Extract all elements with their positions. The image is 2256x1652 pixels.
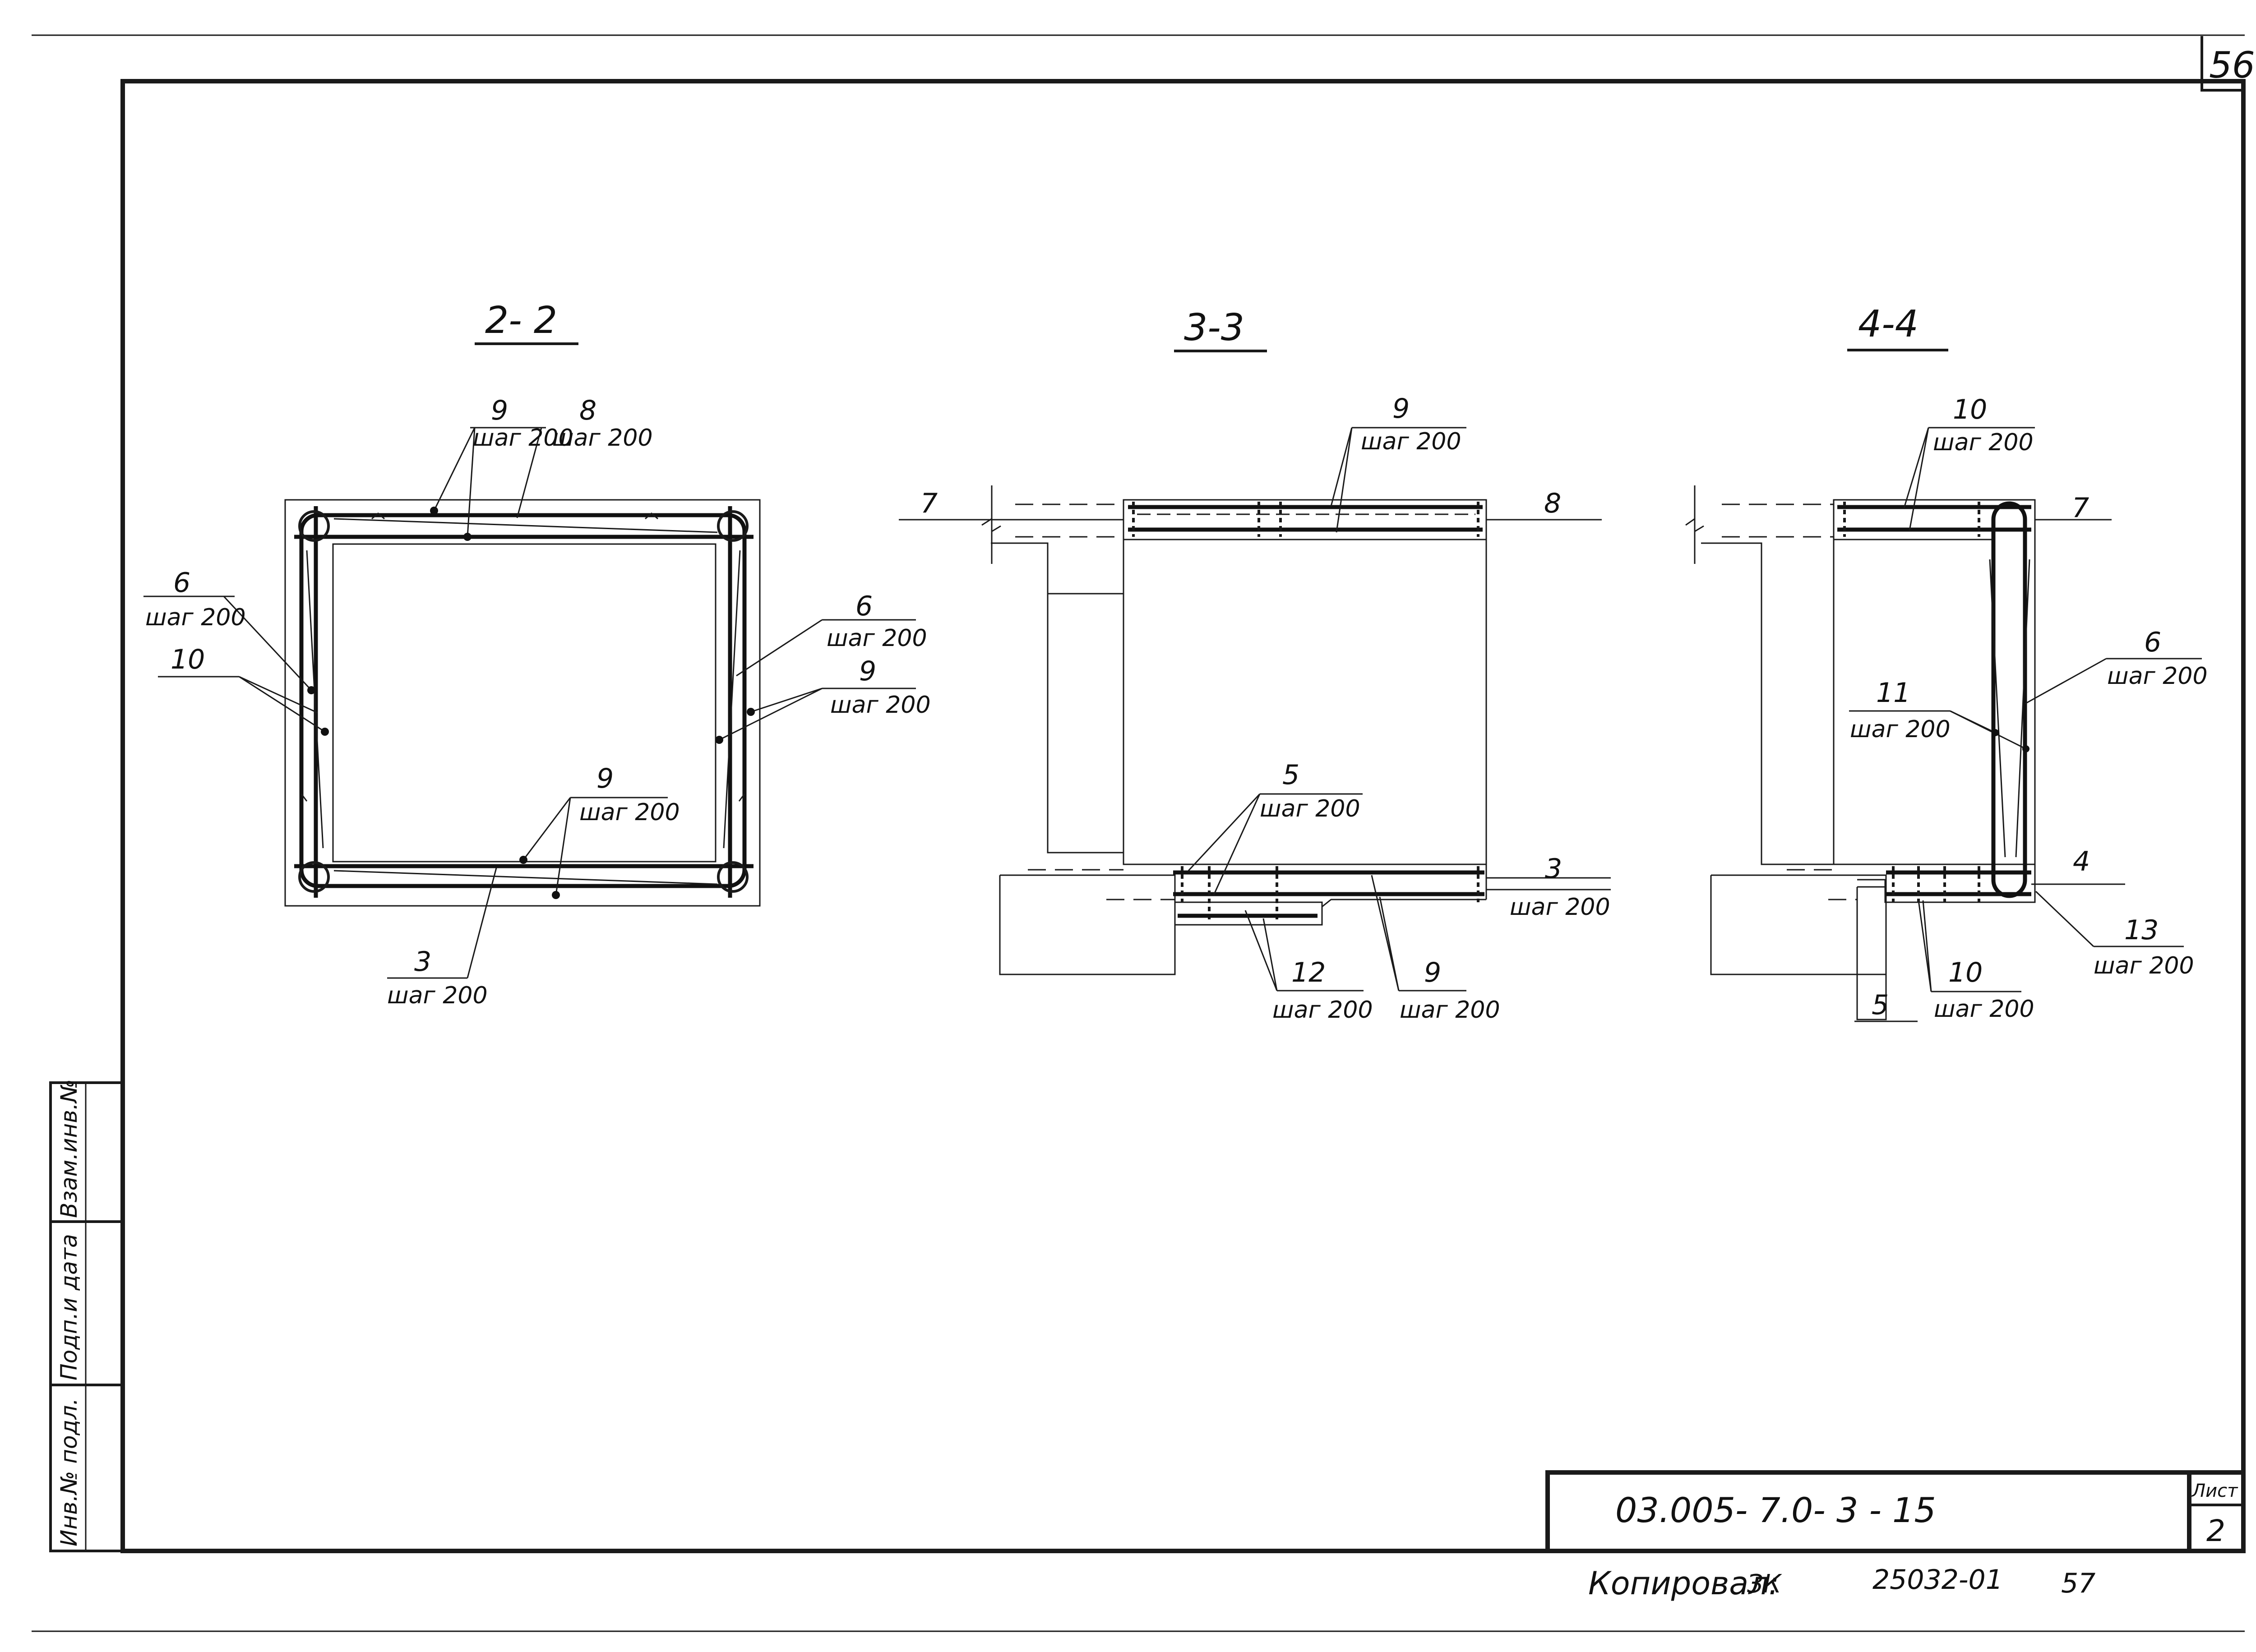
rebar-cage-2-2 bbox=[294, 506, 754, 898]
section-title-3-3: 3-3 bbox=[1184, 306, 1244, 349]
label-2-2-10-left: 10 bbox=[171, 644, 205, 675]
label-4-4-10-bottom: 10 bbox=[1948, 957, 1983, 988]
step-2-2-6-left: шаг 200 bbox=[145, 604, 246, 631]
label-2-2-9-right: 9 bbox=[859, 655, 876, 687]
section-title-2-2: 2- 2 bbox=[485, 299, 557, 342]
label-3-3-9-bottom: 9 bbox=[1424, 957, 1441, 988]
label-2-2-3: 3 bbox=[414, 946, 431, 978]
label-3-3-8: 8 bbox=[1544, 488, 1561, 519]
step-2-2-6-right: шаг 200 bbox=[827, 625, 927, 652]
step-2-2-9-right: шаг 200 bbox=[830, 692, 931, 719]
leaders-4-4 bbox=[1849, 427, 2202, 1022]
rebar-3-3 bbox=[1128, 502, 1484, 920]
sheet-frame: 56 bbox=[32, 34, 2255, 1632]
label-3-3-3: 3 bbox=[1545, 853, 1562, 885]
label-4-4-4: 4 bbox=[2073, 846, 2090, 877]
step-4-4-10-bottom: шаг 200 bbox=[1934, 996, 2034, 1023]
step-4-4-6: шаг 200 bbox=[2107, 663, 2208, 690]
label-3-3-5: 5 bbox=[1282, 759, 1299, 791]
section-4-4: 4-4 bbox=[1685, 303, 2208, 1023]
copied-signature: ЗК bbox=[1747, 1569, 1782, 1599]
side-stamp: Инв.№ подл. Подп.и дата Взам.инв.№ bbox=[49, 1079, 124, 1552]
label-2-2-8-top: 8 bbox=[579, 395, 596, 426]
label-3-3-12: 12 bbox=[1291, 957, 1326, 988]
label-4-4-7: 7 bbox=[2072, 492, 2089, 524]
step-3-3-5: шаг 200 bbox=[1260, 795, 1360, 822]
leaders-2-2 bbox=[143, 427, 916, 979]
label-2-2-6-left: 6 bbox=[173, 567, 190, 599]
label-2-2-9-top: 9 bbox=[491, 395, 508, 426]
label-4-4-10-top: 10 bbox=[1953, 394, 1987, 425]
label-2-2-9-bottom: 9 bbox=[596, 763, 614, 794]
section-3-3: 3-3 bbox=[899, 306, 1611, 1024]
step-2-2-9-bottom: шаг 200 bbox=[579, 799, 680, 826]
doc-code: 03.005- 7.0- 3 - 15 bbox=[1615, 1490, 1936, 1530]
sheet-value: 2 bbox=[2206, 1514, 2225, 1548]
stamp-inv-orig: Инв.№ подл. bbox=[56, 1398, 82, 1546]
sheet-label: Лист bbox=[2191, 1481, 2238, 1501]
step-2-2-3: шаг 200 bbox=[387, 982, 488, 1009]
label-3-3-9-top: 9 bbox=[1392, 393, 1410, 425]
copy-footer: Копировал: ЗК 25032-01 57 bbox=[1588, 1564, 2095, 1602]
section-2-2: 2- 2 bbox=[143, 299, 931, 1009]
step-4-4-10-top: шаг 200 bbox=[1933, 429, 2034, 456]
step-4-4-11: шаг 200 bbox=[1850, 716, 1951, 743]
order-number: 25032-01 bbox=[1872, 1564, 2003, 1596]
step-2-2-9-top: шаг 200 bbox=[473, 425, 573, 452]
labels-3-3: 7 9 шаг 200 8 5 шаг 200 3 шаг 200 12 шаг… bbox=[920, 393, 1610, 1024]
page-number: 57 bbox=[2061, 1568, 2095, 1599]
leaders-3-3 bbox=[910, 427, 1611, 992]
step-3-3-12: шаг 200 bbox=[1272, 997, 1373, 1024]
step-4-4-13: шаг 200 bbox=[2094, 952, 2194, 979]
stamp-replace-inv: Взам.инв.№ bbox=[56, 1079, 82, 1218]
label-3-3-7: 7 bbox=[920, 488, 938, 519]
label-4-4-13: 13 bbox=[2124, 914, 2159, 946]
stamp-sign-date: Подп.и дата bbox=[56, 1234, 82, 1380]
step-2-2-8-top: шаг 200 bbox=[552, 425, 653, 452]
labels-2-2: 9 8 шаг 200 шаг 200 6 шаг 200 10 6 шаг 2… bbox=[145, 395, 931, 1009]
label-4-4-11: 11 bbox=[1876, 677, 1910, 709]
copied-label: Копировал: bbox=[1588, 1565, 1780, 1602]
title-block: 03.005- 7.0- 3 - 15 Лист 2 bbox=[1545, 1470, 2243, 1551]
rebar-4-4 bbox=[1837, 501, 2031, 902]
section-title-4-4: 4-4 bbox=[1858, 303, 1919, 346]
step-3-3-3: шаг 200 bbox=[1510, 894, 1610, 921]
step-3-3-9-top: шаг 200 bbox=[1361, 428, 1461, 455]
label-2-2-6-right: 6 bbox=[855, 591, 873, 622]
label-4-4-5: 5 bbox=[1872, 989, 1889, 1021]
labels-4-4: 10 шаг 200 7 6 шаг 200 11 шаг 200 4 13 ш… bbox=[1850, 394, 2208, 1023]
sheet-number: 56 bbox=[2209, 44, 2255, 86]
label-4-4-6: 6 bbox=[2144, 627, 2161, 658]
step-3-3-9-bottom: шаг 200 bbox=[1400, 997, 1500, 1024]
